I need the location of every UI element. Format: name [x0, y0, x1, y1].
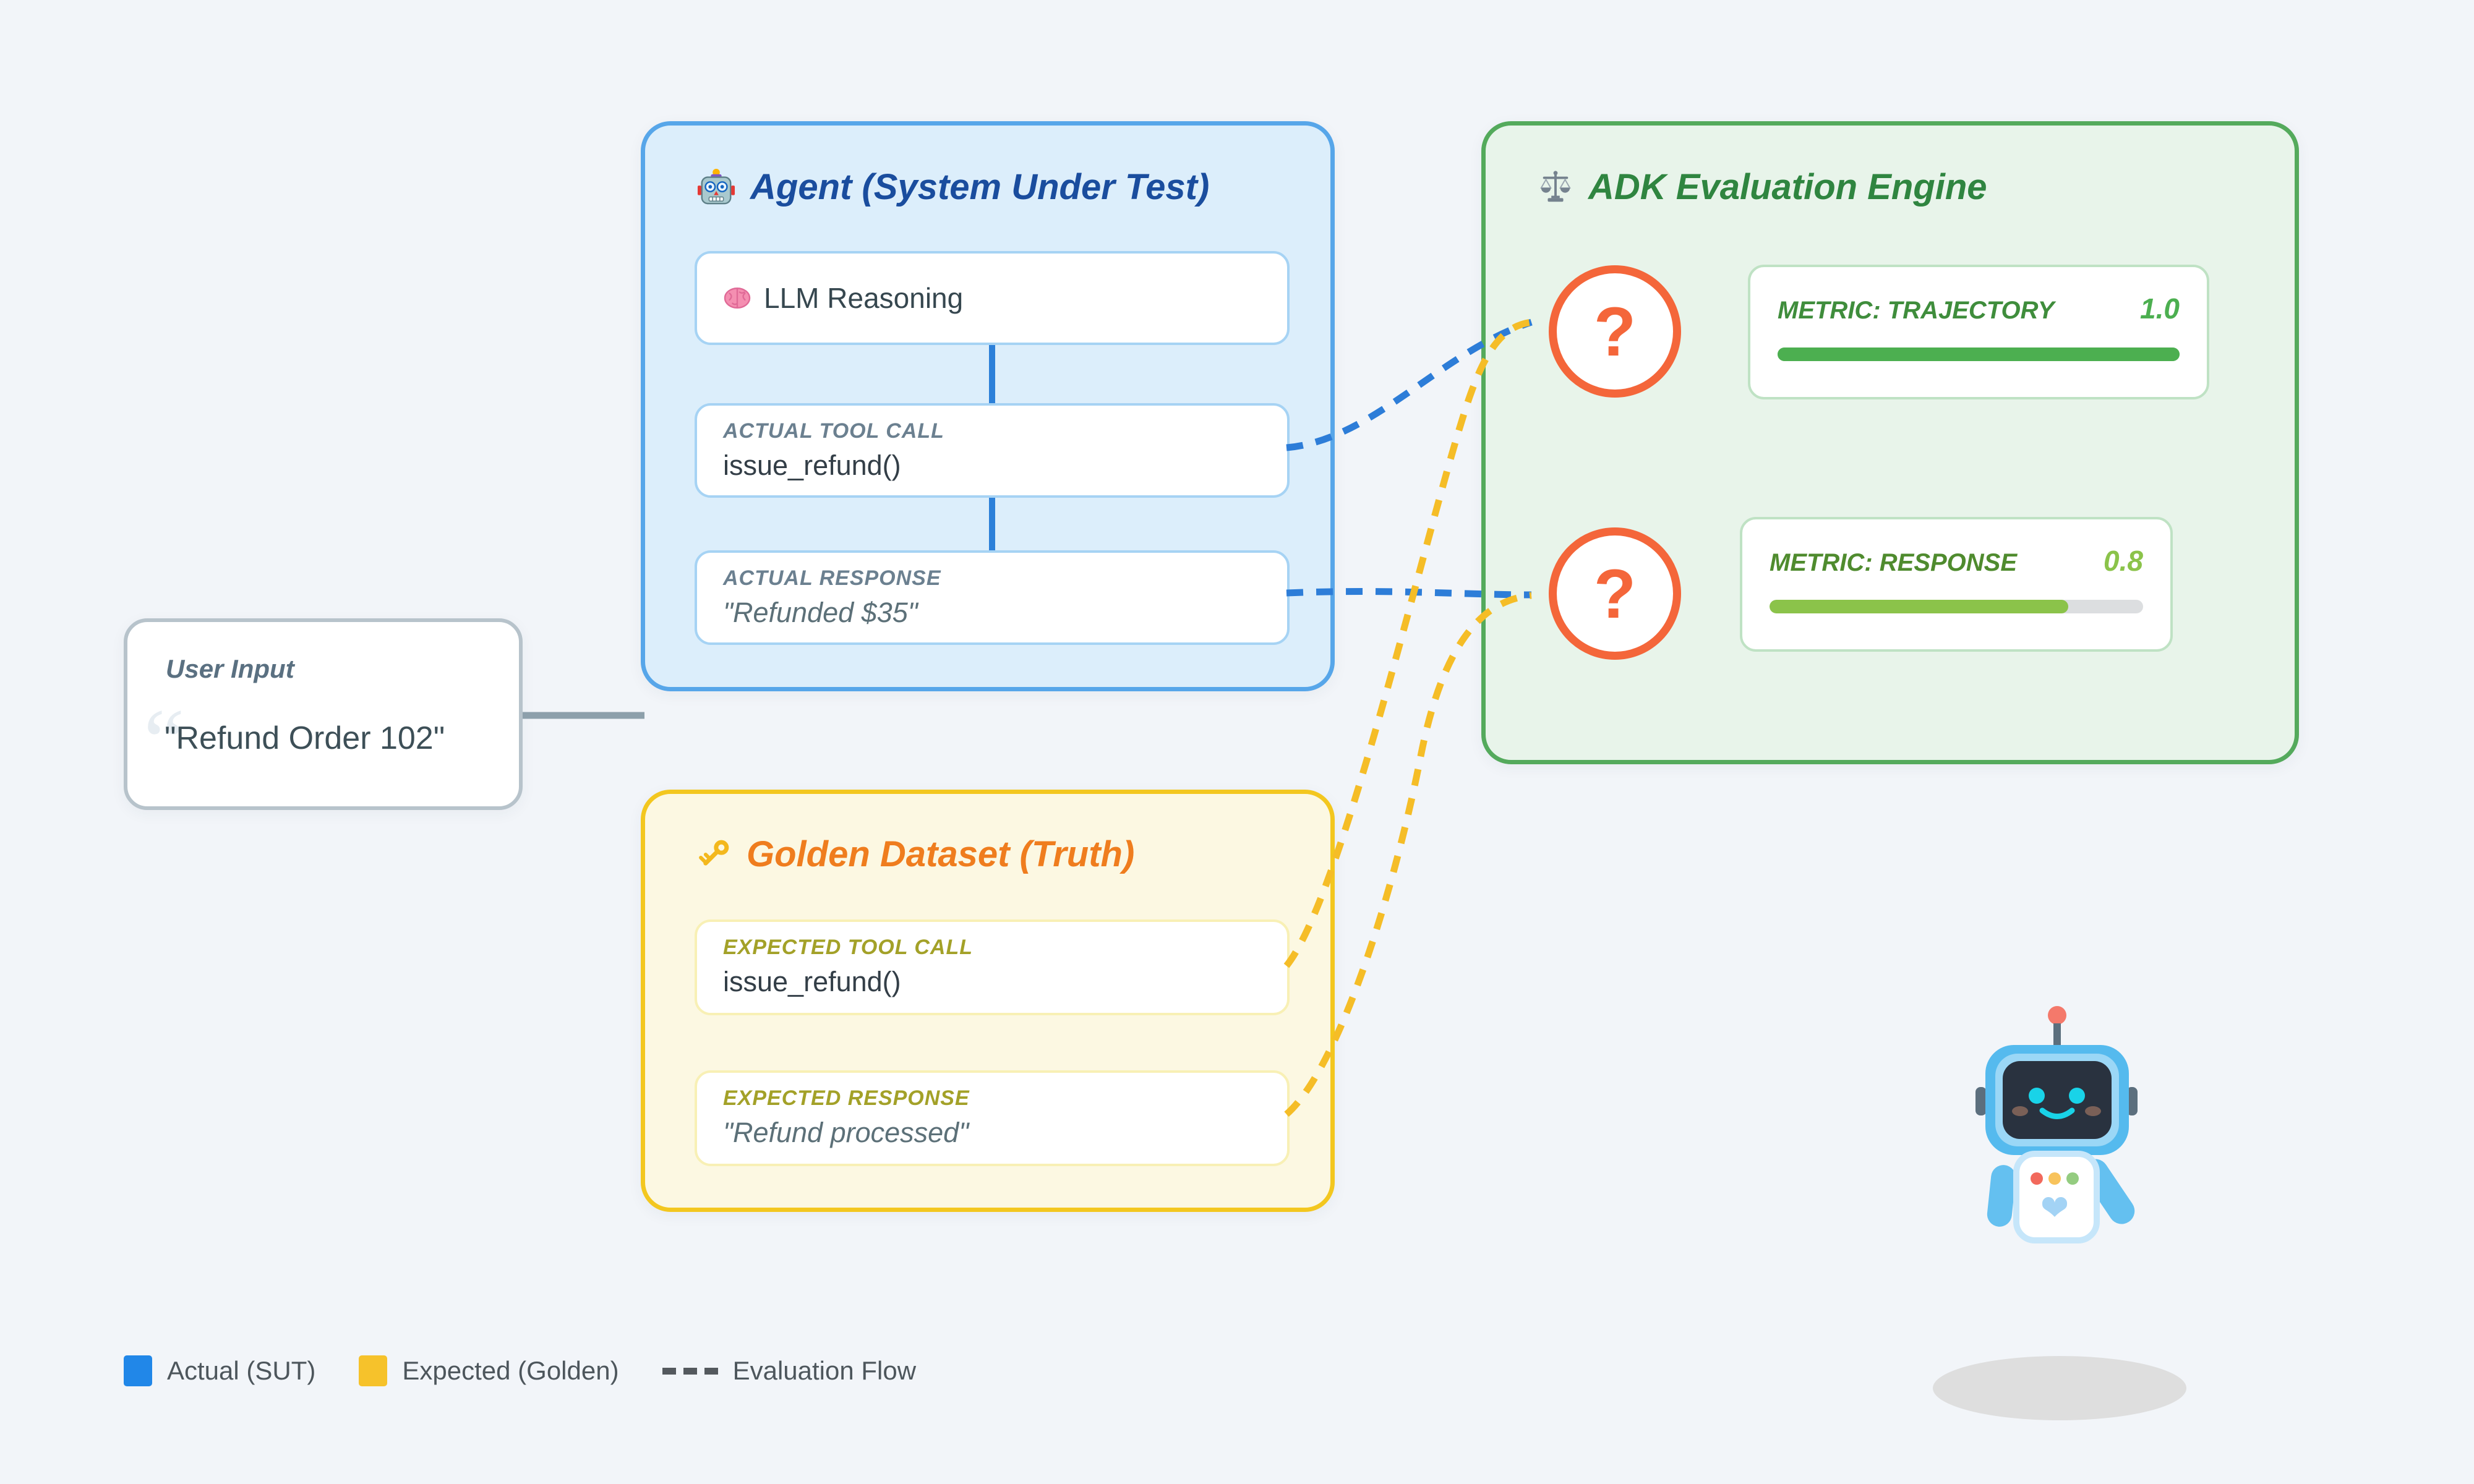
agent-flow-connector-1: [989, 345, 995, 403]
llm-reasoning-label: LLM Reasoning: [764, 282, 964, 314]
metric-trajectory-card: METRIC: TRAJECTORY 1.0: [1748, 265, 2209, 399]
expected-response-card: EXPECTED RESPONSE "Refund processed": [695, 1070, 1290, 1166]
actual-color-swatch: [124, 1355, 152, 1386]
metric-trajectory-label: METRIC: TRAJECTORY: [1778, 297, 2055, 324]
actual-response-card: ACTUAL RESPONSE "Refunded $35": [695, 550, 1290, 645]
quote-decoration: “: [143, 690, 185, 793]
agent-flow-connector-2: [989, 498, 995, 550]
metric-trajectory-value: 1.0: [2140, 292, 2180, 325]
agent-box: Agent (System Under Test) LLM Reasoning …: [641, 121, 1335, 691]
evaluation-engine-box: ADK Evaluation Engine ? METRIC: TRAJECTO…: [1481, 121, 2299, 764]
trajectory-comparison-node: ?: [1549, 265, 1681, 398]
metric-trajectory-bar: [1778, 348, 2180, 361]
legend-flow-label: Evaluation Flow: [732, 1356, 917, 1385]
metric-trajectory-track: [1778, 348, 2180, 361]
legend-actual-label: Actual (SUT): [167, 1356, 316, 1385]
agent-title-text: Agent (System Under Test): [750, 167, 1210, 207]
metric-response-bar: [1770, 600, 2069, 613]
question-mark: ?: [1593, 555, 1637, 633]
golden-dataset-title-text: Golden Dataset (Truth): [747, 834, 1135, 874]
dashed-line-swatch: [662, 1367, 718, 1375]
mascot-shadow: [1933, 1356, 2186, 1420]
agent-title: Agent (System Under Test): [697, 166, 1209, 208]
actual-response-label: ACTUAL RESPONSE: [723, 566, 941, 590]
expected-color-swatch: [359, 1355, 388, 1386]
actual-tool-call-label: ACTUAL TOOL CALL: [723, 419, 944, 443]
robot-mascot: [1933, 1006, 2186, 1420]
actual-tool-call-value: issue_refund(): [723, 450, 901, 481]
golden-dataset-box: Golden Dataset (Truth) EXPECTED TOOL CAL…: [641, 790, 1335, 1212]
legend-item-expected: Expected (Golden): [359, 1355, 619, 1386]
expected-response-value: "Refund processed": [723, 1117, 969, 1148]
user-input-title: User Input: [166, 654, 294, 683]
evaluation-engine-title-text: ADK Evaluation Engine: [1588, 167, 1987, 207]
metric-response-track: [1770, 600, 2143, 613]
evaluation-engine-title: ADK Evaluation Engine: [1538, 166, 1987, 208]
user-input-box: “ User Input "Refund Order 102": [124, 618, 523, 810]
golden-dataset-title: Golden Dataset (Truth): [697, 834, 1134, 875]
scales-icon: [1540, 170, 1571, 202]
expected-response-label: EXPECTED RESPONSE: [723, 1086, 970, 1110]
key-icon: [699, 840, 729, 866]
metric-response-label: METRIC: RESPONSE: [1770, 549, 2018, 576]
actual-response-value: "Refunded $35": [723, 597, 918, 628]
legend-item-flow: Evaluation Flow: [662, 1356, 916, 1386]
robot-icon: [697, 168, 735, 204]
question-mark: ?: [1593, 292, 1637, 370]
user-input-value: "Refund Order 102": [165, 720, 445, 756]
brain-icon: [724, 288, 751, 309]
metric-response-card: METRIC: RESPONSE 0.8: [1740, 517, 2173, 652]
metric-response-value: 0.8: [2104, 545, 2143, 577]
response-comparison-node: ?: [1549, 527, 1681, 660]
legend-expected-label: Expected (Golden): [402, 1356, 619, 1385]
llm-reasoning-card: LLM Reasoning: [695, 251, 1290, 345]
expected-tool-call-label: EXPECTED TOOL CALL: [723, 936, 974, 959]
expected-tool-call-value: issue_refund(): [723, 966, 901, 997]
legend-item-actual: Actual (SUT): [124, 1355, 315, 1386]
expected-tool-call-card: EXPECTED TOOL CALL issue_refund(): [695, 919, 1290, 1015]
actual-tool-call-card: ACTUAL TOOL CALL issue_refund(): [695, 403, 1290, 498]
legend: Actual (SUT) Expected (Golden) Evaluatio…: [124, 1355, 916, 1386]
